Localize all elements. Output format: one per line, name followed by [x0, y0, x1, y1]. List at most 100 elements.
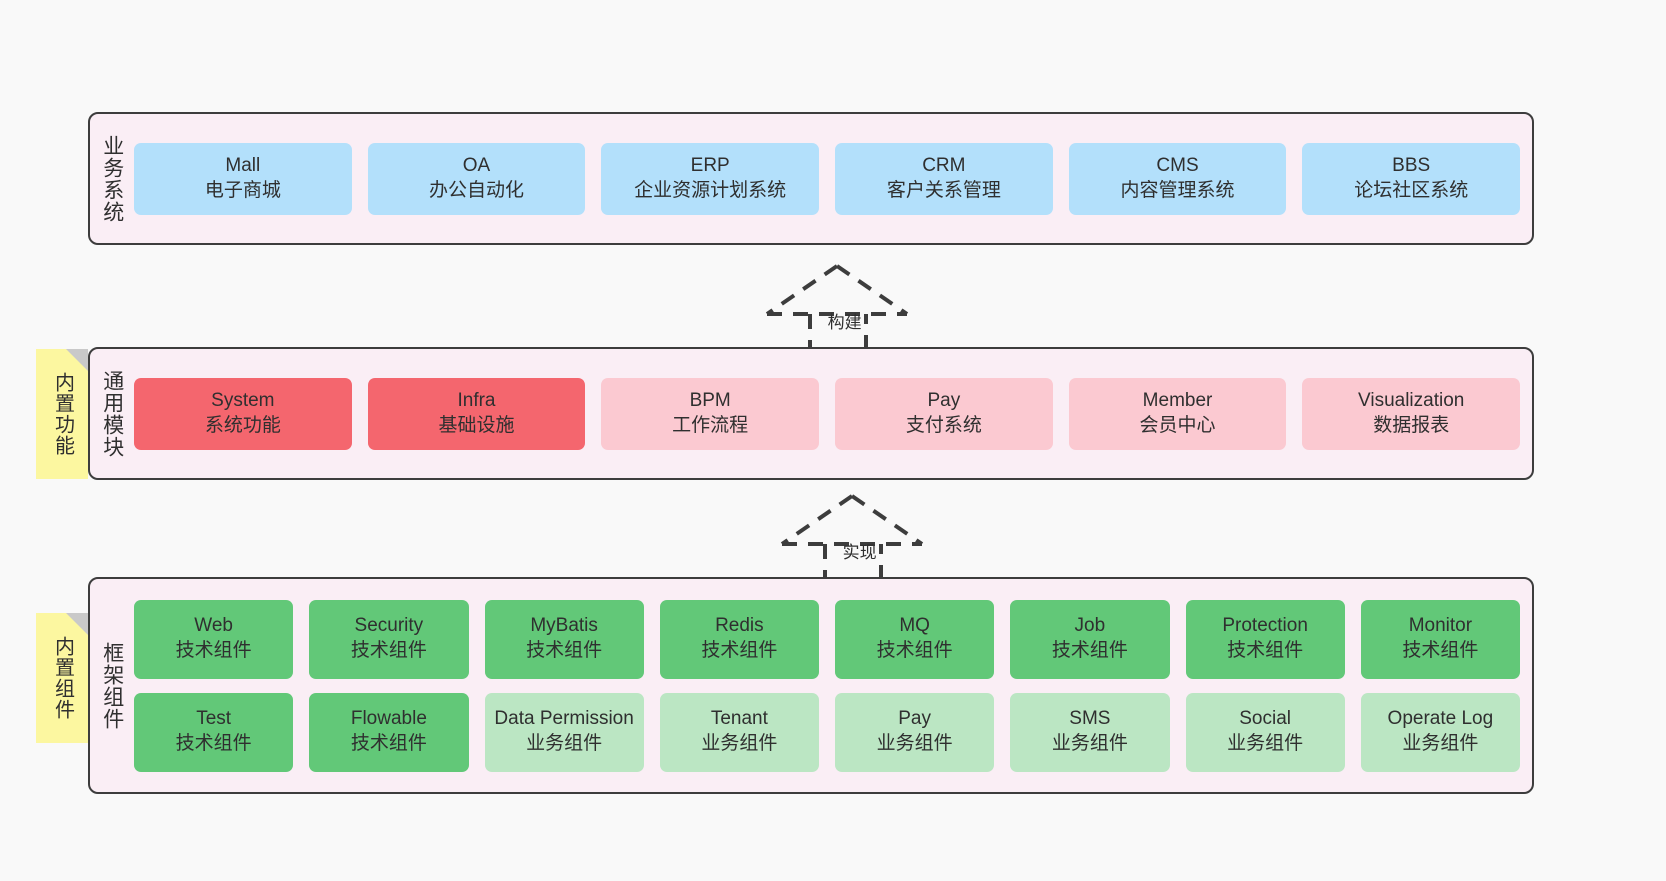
arrow-label-realize: 实现 — [842, 543, 877, 562]
node-mq[interactable]: MQ 技术组件 — [835, 599, 995, 679]
node-label-en: Web — [194, 615, 233, 637]
node-label-cn: 技术组件 — [1051, 640, 1128, 661]
node-label-cn: 业务组件 — [876, 733, 953, 754]
node-label-en: Social — [1239, 708, 1291, 730]
node-label-en: BPM — [689, 389, 731, 411]
node-label-cn: 技术组件 — [175, 640, 252, 661]
node-label-cn: 技术组件 — [350, 640, 427, 661]
node-label-cn: 技术组件 — [1402, 640, 1479, 661]
arrow-realize: 实现 — [777, 492, 927, 588]
node-monitor[interactable]: Monitor 技术组件 — [1360, 599, 1520, 679]
node-label-cn: 办公自动化 — [429, 179, 525, 201]
sticky-note-label: 内置组件 — [51, 636, 74, 720]
node-label-cn: 技术组件 — [701, 640, 778, 661]
node-label-cn: 企业资源计划系统 — [634, 179, 787, 201]
node-mall[interactable]: Mall 电子商城 — [134, 142, 352, 215]
node-label-cn: 业务组件 — [526, 733, 603, 754]
layer-common-modules: 通用模块 System 系统功能 Infra 基础设施 BPM 工作流程 Pay… — [88, 347, 1534, 480]
node-security[interactable]: Security 技术组件 — [309, 599, 469, 679]
node-label-en: SMS — [1069, 708, 1111, 730]
node-label-cn: 电子商城 — [204, 179, 281, 201]
layer-business-systems: 业务系统 Mall 电子商城 OA 办公自动化 ERP 企业资源计划系统 CRM… — [88, 112, 1534, 245]
node-label-en: Test — [196, 708, 232, 730]
node-label-en: CMS — [1156, 154, 1199, 176]
node-sms[interactable]: SMS 业务组件 — [1010, 692, 1170, 772]
node-label-en: ERP — [690, 154, 730, 176]
node-label-cn: 系统功能 — [204, 414, 281, 436]
node-label-en: Flowable — [350, 708, 427, 730]
node-cms[interactable]: CMS 内容管理系统 — [1068, 142, 1287, 215]
node-label-en: Mall — [225, 154, 261, 176]
node-label-en: Job — [1074, 615, 1106, 637]
node-pay[interactable]: Pay 支付系统 — [835, 377, 1053, 450]
node-label-en: Monitor — [1408, 615, 1473, 637]
node-label-cn: 论坛社区系统 — [1354, 179, 1469, 201]
node-label-en: Security — [354, 615, 424, 637]
node-label-cn: 业务组件 — [1051, 733, 1128, 754]
node-label-cn: 技术组件 — [175, 733, 252, 754]
node-label-cn: 基础设施 — [438, 414, 515, 436]
sticky-note-builtin-component[interactable]: 内置组件 — [36, 613, 88, 743]
node-member[interactable]: Member 会员中心 — [1068, 377, 1287, 450]
node-label-en: BBS — [1392, 154, 1431, 176]
node-flowable[interactable]: Flowable 技术组件 — [309, 692, 469, 772]
node-label-cn: 业务组件 — [701, 733, 778, 754]
node-label-en: Visualization — [1358, 389, 1465, 411]
node-erp[interactable]: ERP 企业资源计划系统 — [601, 142, 820, 215]
node-row: Mall 电子商城 OA 办公自动化 ERP 企业资源计划系统 CRM 客户关系… — [134, 142, 1521, 215]
node-oa[interactable]: OA 办公自动化 — [367, 142, 586, 215]
node-label-en: Pay — [898, 708, 931, 730]
sticky-note-label: 内置功能 — [51, 372, 74, 456]
node-row: Test 技术组件 Flowable 技术组件 Data Permission … — [134, 692, 1520, 772]
sticky-note-builtin-function[interactable]: 内置功能 — [36, 349, 88, 479]
node-test[interactable]: Test 技术组件 — [134, 692, 294, 772]
node-data-permission[interactable]: Data Permission 业务组件 — [484, 692, 644, 772]
node-label-en: MQ — [899, 615, 930, 637]
node-label-en: MyBatis — [530, 615, 598, 637]
node-bbs[interactable]: BBS 论坛社区系统 — [1302, 142, 1521, 215]
node-label-cn: 业务组件 — [1227, 733, 1304, 754]
node-label-cn: 技术组件 — [1227, 640, 1304, 661]
node-label-en: Member — [1142, 389, 1213, 411]
arrow-build: 构建 — [762, 262, 912, 358]
node-label-cn: 业务组件 — [1402, 733, 1479, 754]
node-crm[interactable]: CRM 客户关系管理 — [835, 142, 1053, 215]
node-label-en: Infra — [457, 389, 496, 411]
node-infra[interactable]: Infra 基础设施 — [367, 377, 586, 450]
node-protection[interactable]: Protection 技术组件 — [1185, 599, 1345, 679]
layer-title-common-modules: 通用模块 — [100, 369, 124, 458]
node-label-en: Data Permission — [494, 708, 634, 730]
node-label-en: Operate Log — [1387, 708, 1494, 730]
node-label-cn: 支付系统 — [905, 414, 982, 436]
node-mybatis[interactable]: MyBatis 技术组件 — [484, 599, 644, 679]
node-web[interactable]: Web 技术组件 — [134, 599, 294, 679]
node-operate-log[interactable]: Operate Log 业务组件 — [1360, 692, 1520, 772]
arrow-label-build: 构建 — [827, 313, 862, 332]
node-label-en: CRM — [922, 154, 966, 176]
node-label-cn: 客户关系管理 — [886, 179, 1001, 201]
node-visualization[interactable]: Visualization 数据报表 — [1302, 377, 1521, 450]
layer-framework-components: 框架组件 Web 技术组件 Security 技术组件 MyBatis 技术组件… — [88, 577, 1534, 794]
layer-title-framework-components: 框架组件 — [100, 641, 124, 730]
node-job[interactable]: Job 技术组件 — [1010, 599, 1170, 679]
layer-body-common-modules: System 系统功能 Infra 基础设施 BPM 工作流程 Pay 支付系统… — [134, 349, 1532, 478]
node-redis[interactable]: Redis 技术组件 — [659, 599, 819, 679]
node-label-en: System — [211, 389, 275, 411]
node-label-en: Redis — [715, 615, 764, 637]
layer-body-business-systems: Mall 电子商城 OA 办公自动化 ERP 企业资源计划系统 CRM 客户关系… — [134, 114, 1532, 243]
node-label-en: Tenant — [710, 708, 768, 730]
node-label-cn: 工作流程 — [672, 414, 749, 436]
node-label-cn: 技术组件 — [876, 640, 953, 661]
layer-body-framework-components: Web 技术组件 Security 技术组件 MyBatis 技术组件 Redi… — [134, 579, 1532, 792]
node-pay-business[interactable]: Pay 业务组件 — [835, 692, 995, 772]
node-label-en: Pay — [927, 389, 961, 411]
node-tenant[interactable]: Tenant 业务组件 — [659, 692, 819, 772]
node-social[interactable]: Social 业务组件 — [1185, 692, 1345, 772]
node-system[interactable]: System 系统功能 — [134, 377, 352, 450]
node-label-cn: 技术组件 — [526, 640, 603, 661]
node-label-en: Protection — [1222, 615, 1308, 637]
node-bpm[interactable]: BPM 工作流程 — [601, 377, 820, 450]
node-label-cn: 内容管理系统 — [1120, 179, 1235, 201]
node-label-cn: 技术组件 — [350, 733, 427, 754]
